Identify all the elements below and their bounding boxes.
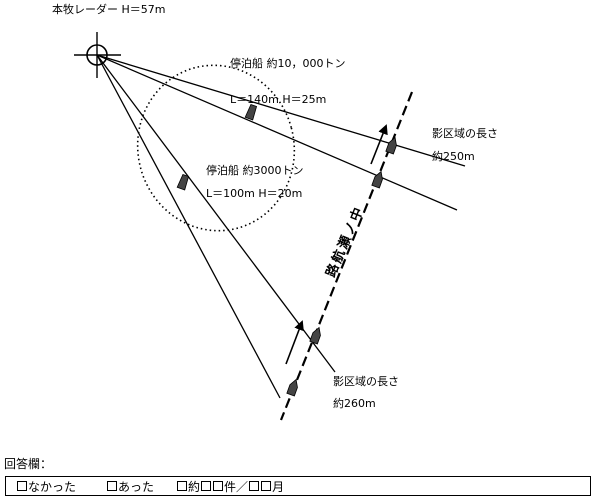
radar-label: 本牧レーダー H＝57m	[52, 2, 165, 16]
beam-line-1	[96, 54, 466, 167]
direction-arrow-lower-icon	[285, 320, 304, 365]
month-box-2[interactable]	[261, 481, 272, 491]
anchored-ship-small-icon	[176, 173, 190, 191]
shadow-upper-title: 影区域の長さ	[432, 127, 498, 140]
option-yes-label: あった	[118, 479, 155, 494]
shadow-lower-title: 影区域の長さ	[333, 375, 399, 388]
radar-shadow-diagram: 本牧レーダー H＝57m 停泊船 約10，000トン L＝140m H＝25m …	[52, 2, 498, 421]
month-box-1[interactable]	[249, 481, 260, 491]
svg-text:中: 中	[347, 205, 367, 223]
option-frequency[interactable]: 約 件／ 月	[176, 478, 284, 495]
count-box-2[interactable]	[213, 481, 224, 491]
beam-line-2	[96, 54, 458, 211]
option-frequency-prefix: 約	[188, 479, 201, 494]
beam-line-3	[96, 54, 336, 373]
anchored-ship-large-icon	[244, 103, 258, 121]
option-frequency-suffix: 月	[272, 479, 285, 494]
direction-arrow-upper-icon	[370, 124, 388, 165]
svg-text:航: 航	[329, 247, 349, 265]
channel-ship-lower-1-icon	[309, 326, 321, 345]
svg-text:ノ: ノ	[342, 220, 361, 238]
shadow-lower-value: 約260m	[333, 396, 376, 410]
ship-small-dims: L＝100m H＝20m	[206, 187, 302, 200]
channel-ship-upper-1-icon	[385, 136, 397, 155]
option-frequency-mid: 件／	[224, 479, 249, 494]
option-yes[interactable]: あった	[106, 478, 154, 495]
channel-label: 中 ノ 瀬 航 路	[323, 205, 367, 279]
radar-beam-lines	[96, 54, 466, 399]
anchorage-ellipse	[136, 64, 296, 232]
ship-large-title: 停泊船 約10，000トン	[230, 56, 346, 70]
option-none[interactable]: なかった	[16, 478, 76, 495]
ship-large-dims: L＝140m H＝25m	[230, 93, 326, 106]
checkbox-none[interactable]	[17, 481, 27, 491]
ship-small-title: 停泊船 約3000トン	[206, 163, 304, 177]
count-box-1[interactable]	[201, 481, 212, 491]
shadow-upper-value: 約250m	[432, 149, 475, 163]
answer-label: 回答欄：	[4, 457, 53, 471]
answer-box: なかった あった 約 件／ 月	[5, 476, 591, 496]
option-none-label: なかった	[28, 479, 77, 494]
checkbox-yes[interactable]	[107, 481, 118, 491]
svg-text:瀬: 瀬	[335, 233, 355, 251]
beam-line-4	[96, 54, 281, 399]
channel-ship-lower-2-icon	[286, 378, 298, 397]
channel-ship-upper-2-icon	[371, 170, 383, 189]
channel-dashed-line	[279, 91, 414, 421]
checkbox-frequency[interactable]	[177, 481, 188, 491]
